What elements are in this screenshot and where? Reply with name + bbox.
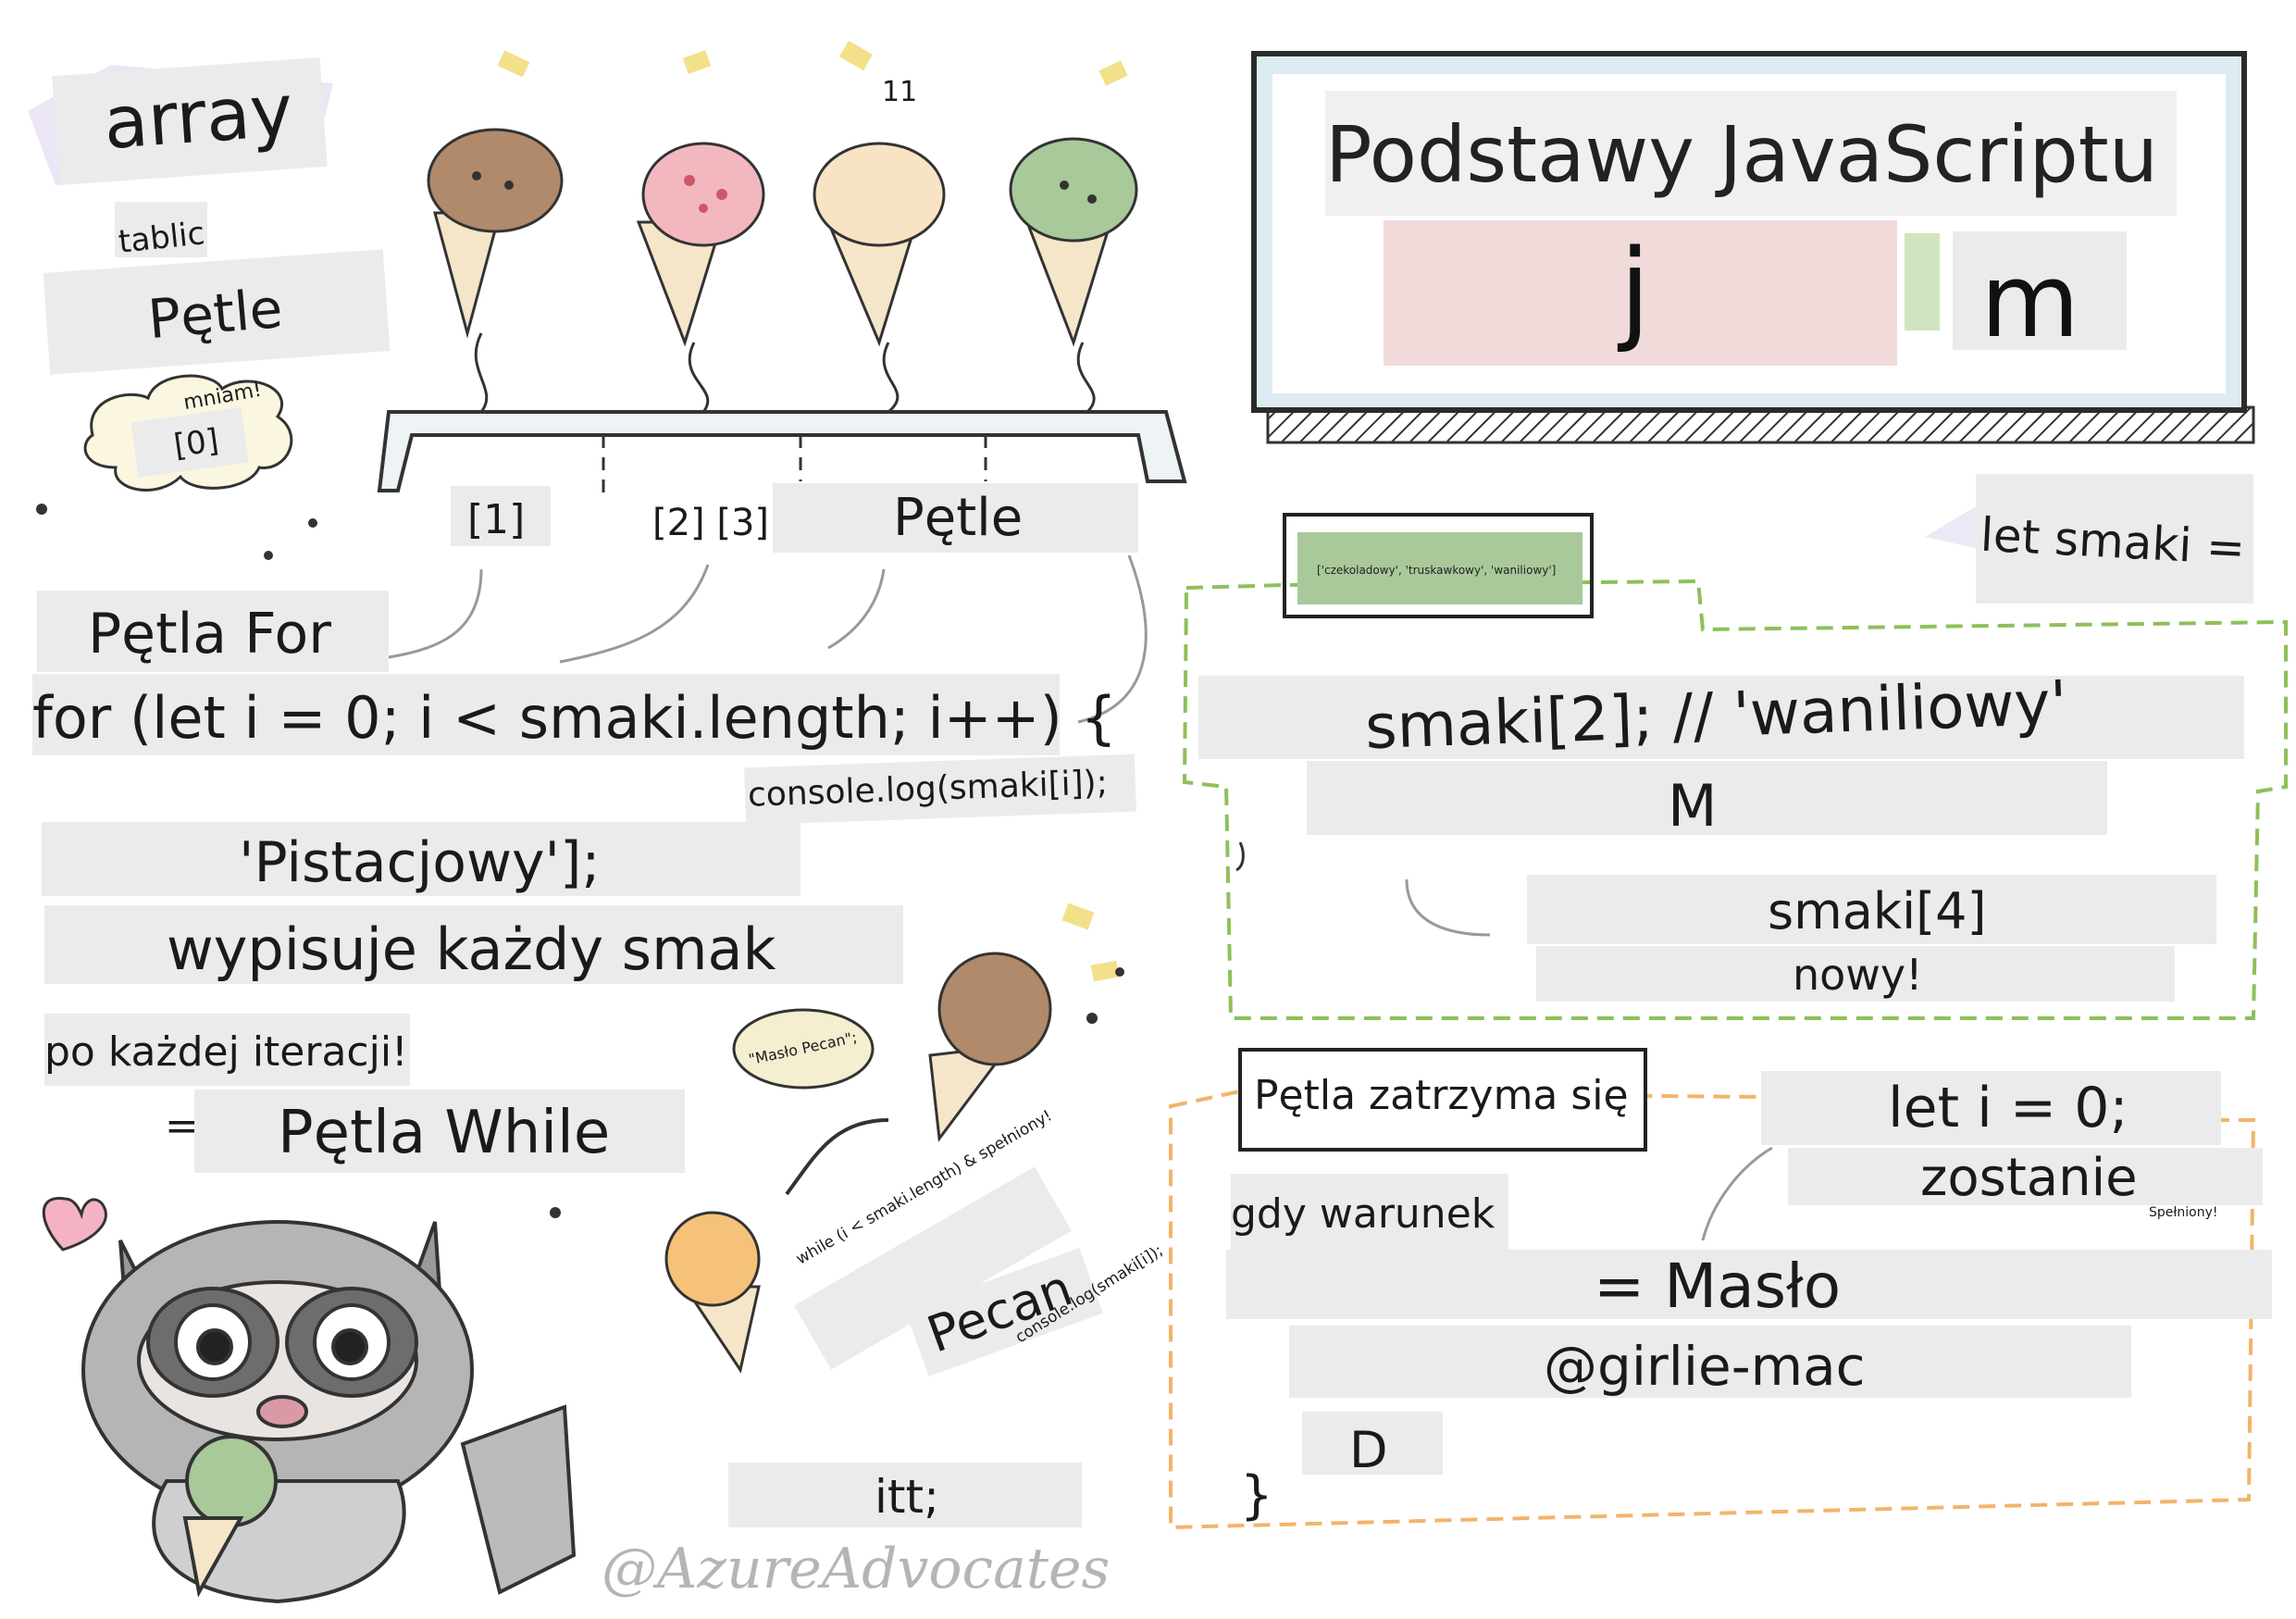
for-loop-code: for (let i = 0; i < smaki.length; i++) { — [32, 684, 1117, 752]
smaki-index-4-code: smaki[4] — [1768, 882, 1987, 940]
d-letter: D — [1349, 1421, 1388, 1479]
petle-top-label: Pętle — [145, 276, 285, 352]
capital-m-text: M — [1668, 772, 1718, 840]
index-eleven: 11 — [882, 76, 918, 108]
index-0-label: [0] — [171, 421, 221, 466]
girlie-mac-handle: @girlie-mac — [1544, 1335, 1866, 1398]
nowy-text: nowy! — [1793, 950, 1923, 1000]
raccoon-illustration — [81, 1220, 577, 1604]
tablic-label: tablic — [117, 215, 207, 261]
pistacjowy-text: 'Pistacjowy']; — [239, 830, 601, 895]
ice-cream-stand — [377, 410, 1187, 492]
wypisuje-text: wypisuje każdy smak — [167, 915, 776, 983]
let-smaki-code: let smaki = — [1979, 507, 2247, 576]
petle-mid-label: Pętle — [893, 488, 1024, 548]
title-letter-m: m — [1980, 242, 2080, 360]
petla-for-heading: Pętla For — [88, 602, 331, 666]
speech-bubble — [732, 1008, 875, 1090]
gdy-warunek-text: gdy warunek — [1231, 1190, 1496, 1238]
ice-cream-cones — [427, 128, 1138, 414]
equals-sign: = — [165, 1102, 199, 1150]
petla-zatrzyma-frame — [1238, 1048, 1647, 1152]
heart-doodle — [42, 1196, 107, 1252]
page-title: Podstawy JavaScriptu — [1325, 109, 2158, 200]
spelniony-text: Spełniony! — [2149, 1205, 2218, 1220]
zostanie-text: zostanie — [1920, 1148, 2138, 1208]
arrows — [388, 554, 1773, 1241]
arrows-dark — [785, 1118, 889, 1196]
array-label: array — [101, 68, 296, 167]
cookie-ice-cream — [928, 952, 1052, 1142]
flavors-array-text: ['czekoladowy', 'truskawkowy', 'waniliow… — [1317, 564, 1557, 577]
closing-brace: } — [1240, 1465, 1273, 1526]
title-letter-j: j — [1620, 227, 1651, 355]
green-dashed-box — [1182, 579, 2288, 1020]
index-23-label: [2] [3] — [652, 502, 770, 544]
azure-advocates-handle: @AzureAdvocates — [602, 1537, 1111, 1601]
sparkles — [497, 40, 1128, 982]
eq-maslo-text: = Masło — [1594, 1251, 1842, 1322]
petla-while-heading: Pętla While — [278, 1099, 611, 1167]
itt-text: itt; — [875, 1470, 939, 1524]
flavors-frame — [1283, 513, 1594, 618]
index-1-label: [1] — [467, 496, 526, 543]
orange-ice-cream — [664, 1211, 761, 1374]
po-kazdej-text: po każdej iteracji! — [44, 1028, 408, 1076]
let-i-code: let i = 0; — [1888, 1076, 2128, 1140]
petla-zatrzyma-text: Pętla zatrzyma się — [1254, 1072, 1629, 1119]
